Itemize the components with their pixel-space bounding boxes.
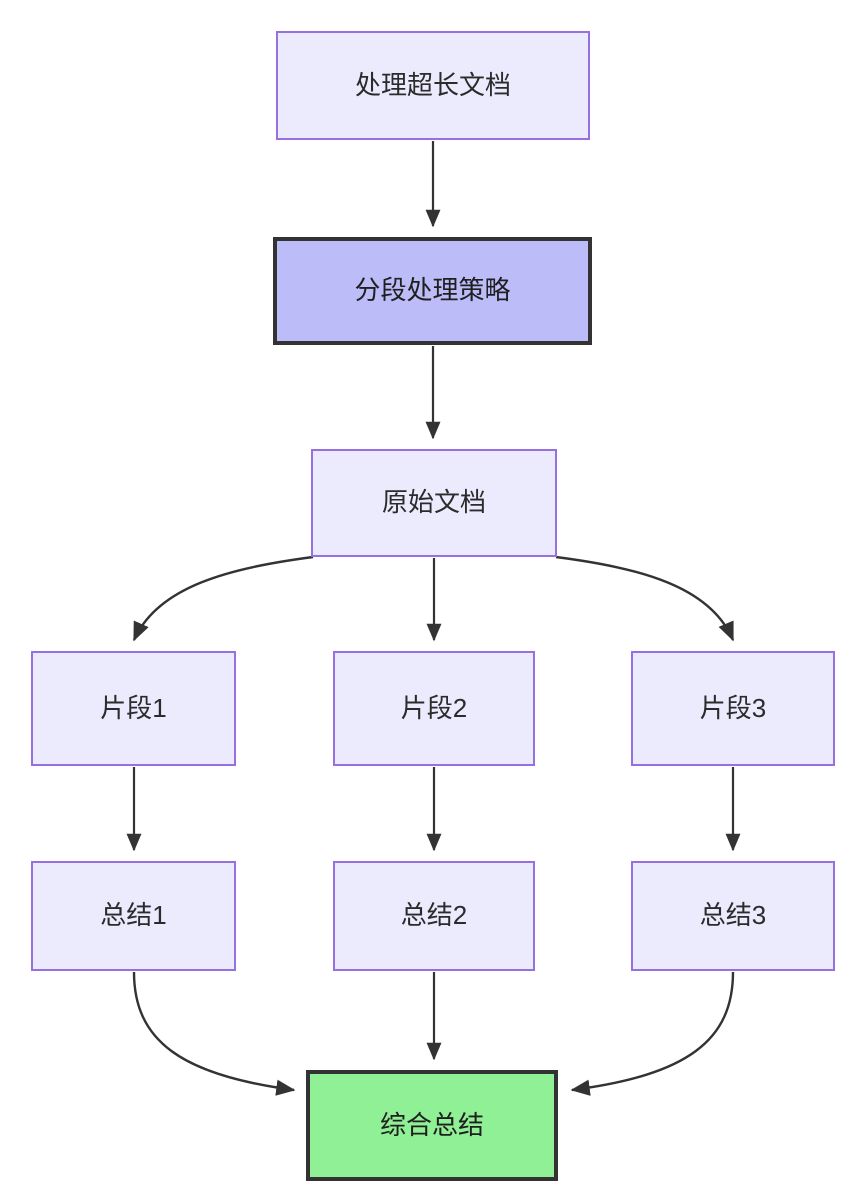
node-chunk-1[interactable]: 片段1 xyxy=(31,651,236,766)
node-summary-2[interactable]: 总结2 xyxy=(333,861,535,971)
node-original-document[interactable]: 原始文档 xyxy=(311,449,557,557)
edge-summary1-to-final xyxy=(132,971,296,1096)
edge-original-to-chunk1 xyxy=(132,555,314,642)
node-chunk-2[interactable]: 片段2 xyxy=(333,651,535,766)
node-combined-summary[interactable]: 综合总结 xyxy=(306,1070,558,1181)
node-chunking-strategy[interactable]: 分段处理策略 xyxy=(273,237,592,345)
node-label: 原始文档 xyxy=(381,487,486,518)
node-chunk-3[interactable]: 片段3 xyxy=(631,651,835,766)
node-label: 处理超长文档 xyxy=(354,69,511,100)
node-summary-1[interactable]: 总结1 xyxy=(31,861,236,971)
node-label: 综合总结 xyxy=(379,1109,484,1140)
node-label: 片段2 xyxy=(400,692,468,723)
node-label: 总结1 xyxy=(100,900,167,931)
node-label: 分段处理策略 xyxy=(354,275,511,306)
edge-summary3-to-final xyxy=(570,971,735,1096)
node-label: 总结3 xyxy=(699,900,767,931)
node-label: 片段1 xyxy=(100,692,167,723)
node-label: 片段3 xyxy=(699,692,767,723)
node-process-long-document[interactable]: 处理超长文档 xyxy=(276,31,590,140)
node-label: 总结2 xyxy=(400,900,468,931)
edge-original-to-chunk3 xyxy=(555,555,735,642)
node-summary-3[interactable]: 总结3 xyxy=(631,861,835,971)
